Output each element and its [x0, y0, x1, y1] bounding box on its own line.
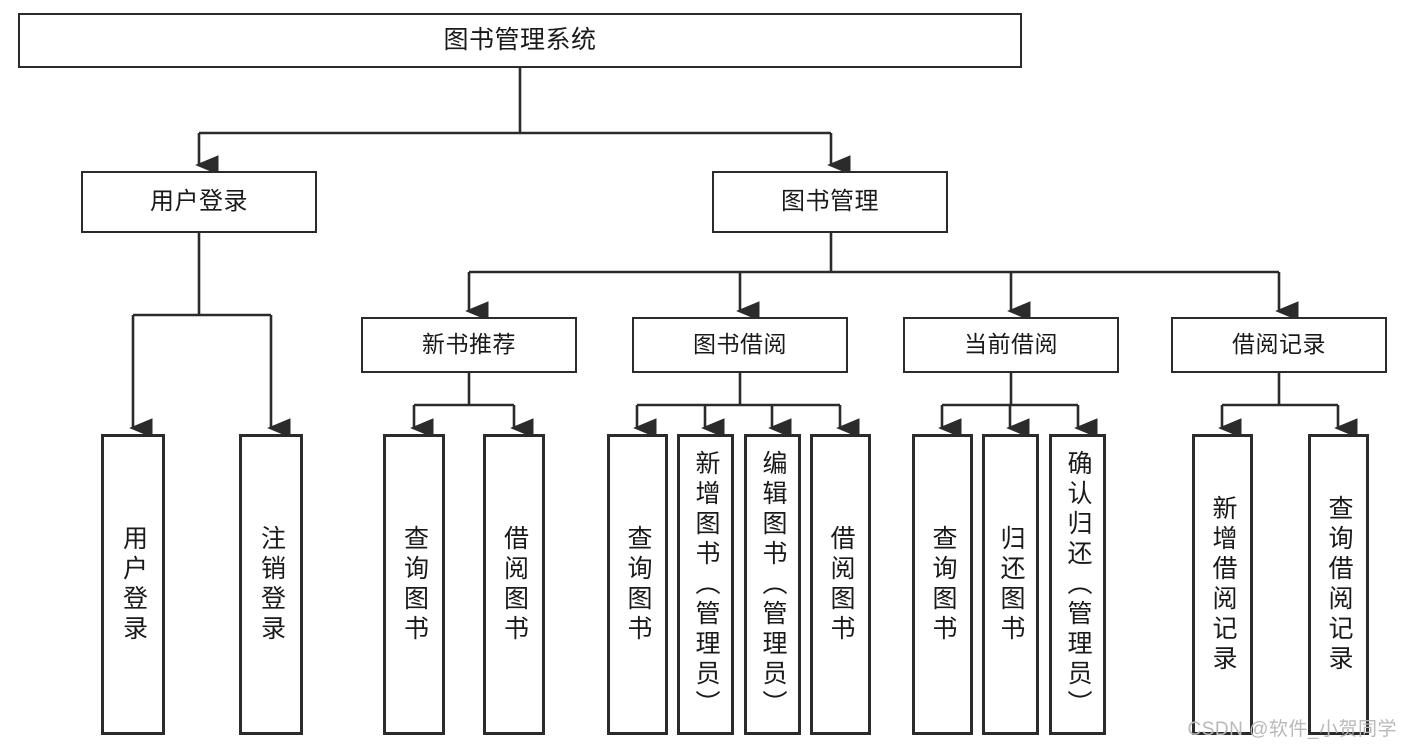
leaf-borrow-book-1-label: 借阅图书: [500, 524, 529, 645]
leaf-user-login[interactable]: 用户登录: [101, 434, 165, 735]
leaf-logout[interactable]: 注销登录: [239, 434, 303, 735]
leaf-query-book-2-label: 查询图书: [624, 524, 652, 645]
leaf-query-book-1-label: 查询图书: [400, 524, 429, 645]
node-user-login[interactable]: 用户登录: [81, 171, 317, 233]
leaf-edit-book-label: 编辑图书（管理员）: [759, 449, 787, 720]
leaf-confirm-return[interactable]: 确认归还（管理员）: [1049, 434, 1106, 735]
node-book-manage-label: 图书管理: [781, 187, 879, 215]
node-book-borrow-label: 图书借阅: [693, 331, 787, 358]
node-current-borrow-label: 当前借阅: [964, 331, 1058, 358]
leaf-borrow-book-2[interactable]: 借阅图书: [810, 434, 871, 735]
node-book-borrow[interactable]: 图书借阅: [632, 317, 848, 373]
leaf-borrow-book-2-label: 借阅图书: [827, 524, 855, 645]
node-user-login-label: 用户登录: [150, 187, 248, 215]
leaf-add-book-label: 新增图书（管理员）: [692, 449, 720, 720]
leaf-edit-book[interactable]: 编辑图书（管理员）: [744, 434, 801, 735]
leaf-add-record[interactable]: 新增借阅记录: [1192, 434, 1253, 735]
leaf-query-record[interactable]: 查询借阅记录: [1308, 434, 1369, 735]
leaf-add-record-label: 新增借阅记录: [1209, 494, 1237, 675]
leaf-user-login-label: 用户登录: [119, 524, 148, 645]
leaf-borrow-book-1[interactable]: 借阅图书: [483, 434, 545, 735]
leaf-return-book[interactable]: 归还图书: [982, 434, 1039, 735]
node-book-manage[interactable]: 图书管理: [712, 171, 948, 233]
node-current-borrow[interactable]: 当前借阅: [903, 317, 1119, 373]
leaf-logout-label: 注销登录: [257, 524, 286, 645]
leaf-query-book-3[interactable]: 查询图书: [912, 434, 973, 735]
leaf-query-record-label: 查询借阅记录: [1325, 494, 1353, 675]
node-new-book-recommend-label: 新书推荐: [422, 331, 516, 358]
leaf-add-book[interactable]: 新增图书（管理员）: [677, 434, 734, 735]
node-new-book-recommend[interactable]: 新书推荐: [361, 317, 577, 373]
node-root[interactable]: 图书管理系统: [18, 13, 1022, 68]
leaf-query-book-1[interactable]: 查询图书: [383, 434, 445, 735]
leaf-confirm-return-label: 确认归还（管理员）: [1064, 449, 1092, 720]
leaf-query-book-2[interactable]: 查询图书: [607, 434, 668, 735]
node-borrow-record[interactable]: 借阅记录: [1171, 317, 1387, 373]
node-root-label: 图书管理系统: [443, 25, 597, 54]
node-borrow-record-label: 借阅记录: [1232, 331, 1326, 358]
leaf-return-book-label: 归还图书: [997, 524, 1025, 645]
leaf-query-book-3-label: 查询图书: [929, 524, 957, 645]
